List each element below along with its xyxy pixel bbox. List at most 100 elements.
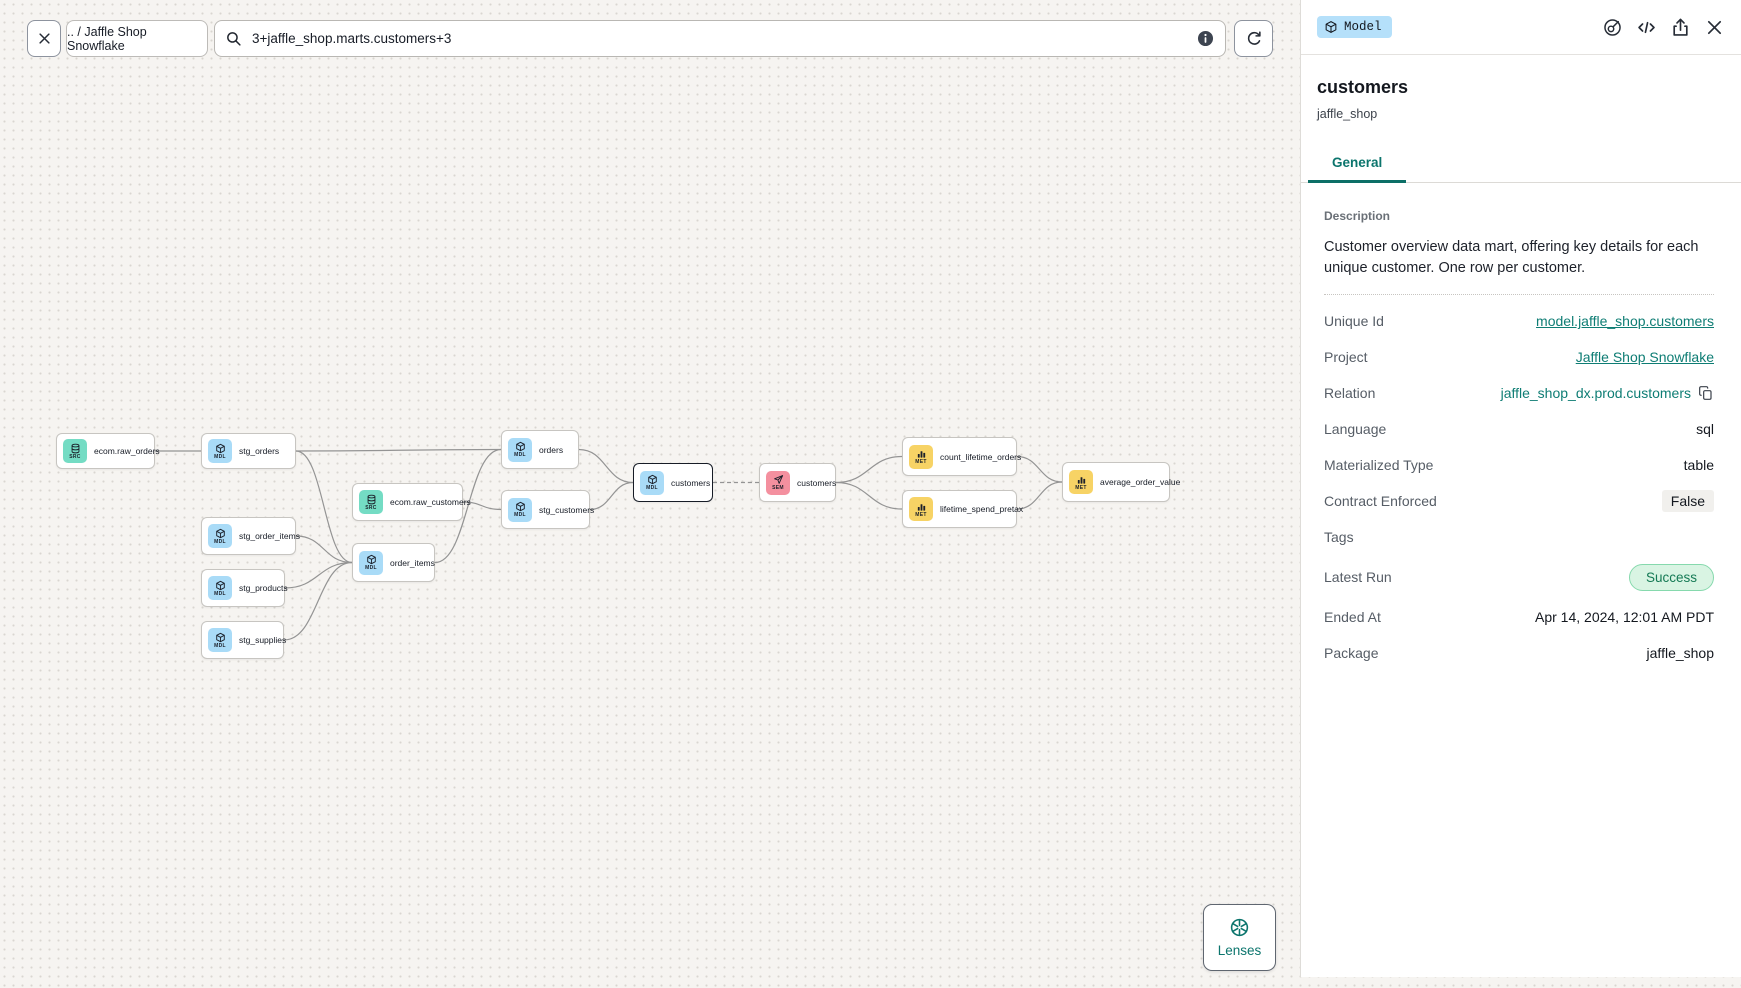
- edge-customers_semantic-to-count_lifetime_orders: [835, 455, 903, 484]
- cube-icon: MDL: [208, 439, 232, 463]
- graph-node-average_order_value[interactable]: MET average_order_value: [1062, 462, 1180, 502]
- node-label: average_order_value: [1100, 477, 1181, 487]
- field-value[interactable]: Jaffle Shop Snowflake: [1575, 349, 1714, 365]
- cube-icon: [1325, 21, 1337, 33]
- field-label: Contract Enforced: [1324, 493, 1437, 509]
- field-label: Relation: [1324, 385, 1376, 401]
- send-icon: SEM: [766, 470, 790, 495]
- description-text: Customer overview data mart, offering ke…: [1324, 239, 1699, 276]
- node-type-label: SRC: [365, 504, 377, 511]
- field-row-unique-id: Unique Id model.jaffle_shop.customers: [1324, 303, 1714, 339]
- description-label: Description: [1324, 209, 1391, 223]
- latest-run-status-badge: Success: [1628, 563, 1714, 591]
- graph-node-ecom_raw_customers[interactable]: SRC ecom.raw_customers: [352, 483, 471, 521]
- node-label: ecom.raw_customers: [390, 497, 471, 507]
- refresh-button[interactable]: [1234, 20, 1273, 57]
- node-label: ecom.raw_orders: [94, 446, 160, 456]
- node-label: lifetime_spend_pretax: [940, 504, 1024, 514]
- model-package-subtitle: jaffle_shop: [1317, 107, 1378, 121]
- node-type-label: MDL: [214, 453, 226, 460]
- bar-chart-icon: MET: [909, 444, 933, 469]
- explore-lens-icon[interactable]: [1602, 17, 1623, 38]
- breadcrumb-label: .. / Jaffle Shop Snowflake: [67, 24, 147, 53]
- cube-icon: MDL: [359, 550, 383, 575]
- resource-type-label: Model: [1344, 20, 1382, 34]
- field-row-tags: Tags: [1324, 519, 1714, 555]
- field-row-contract-enforced: Contract Enforced False: [1324, 483, 1714, 519]
- tab-general[interactable]: General: [1308, 147, 1407, 183]
- field-value: Apr 14, 2024, 12:01 AM PDT: [1535, 609, 1714, 625]
- field-label: Package: [1324, 645, 1379, 661]
- field-row-relation: Relation jaffle_shop_dx.prod.customers: [1324, 375, 1714, 411]
- node-type-label: MDL: [365, 565, 377, 571]
- close-panel-icon[interactable]: [1704, 17, 1725, 38]
- edge-stg_products-to-order_items: [284, 561, 353, 589]
- edge-orders-to-customers_model: [578, 448, 634, 484]
- database-icon: SRC: [63, 439, 87, 463]
- node-type-label: MDL: [514, 512, 526, 518]
- cube-icon: MDL: [208, 576, 232, 600]
- graph-node-customers_semantic[interactable]: SEM customers: [759, 463, 836, 502]
- divider: [1324, 294, 1714, 295]
- cube-icon: MDL: [208, 524, 232, 548]
- panel-tabs: General: [1301, 147, 1741, 183]
- details-panel: Model customers jaffle_shop: [1300, 0, 1741, 977]
- bar-chart-icon: MET: [909, 497, 933, 521]
- field-value[interactable]: model.jaffle_shop.customers: [1536, 313, 1714, 329]
- graph-node-customers_model[interactable]: MDL customers: [633, 463, 713, 502]
- refresh-icon: [1247, 30, 1261, 45]
- node-label: customers: [671, 477, 711, 488]
- copy-icon[interactable]: [1698, 385, 1714, 401]
- close-lineage-button[interactable]: [27, 20, 61, 57]
- cube-icon: MDL: [508, 497, 532, 522]
- node-type-label: MET: [915, 459, 927, 465]
- edge-count_lifetime_orders-to-average_order_value: [1016, 455, 1063, 483]
- cube-icon: MDL: [640, 470, 664, 495]
- field-value: Success: [1628, 563, 1714, 591]
- graph-node-stg_orders[interactable]: MDL stg_orders: [201, 433, 296, 469]
- database-icon: SRC: [359, 490, 383, 514]
- info-icon[interactable]: [1196, 29, 1215, 48]
- breadcrumb[interactable]: .. / Jaffle Shop Snowflake: [66, 20, 208, 57]
- lineage-selector-bar: [214, 20, 1226, 57]
- graph-node-stg_customers[interactable]: MDL stg_customers: [501, 490, 594, 529]
- node-label: customers: [797, 477, 837, 488]
- graph-node-lifetime_spend_pretax[interactable]: MET lifetime_spend_pretax: [902, 490, 1023, 528]
- node-type-label: MDL: [214, 642, 226, 649]
- field-label: Unique Id: [1324, 313, 1384, 329]
- graph-node-stg_supplies[interactable]: MDL stg_supplies: [201, 621, 287, 659]
- field-value[interactable]: jaffle_shop_dx.prod.customers: [1501, 385, 1714, 401]
- lineage-selector-input[interactable]: [250, 30, 1188, 47]
- aperture-icon: [1230, 918, 1249, 937]
- code-icon[interactable]: [1636, 17, 1657, 38]
- close-icon: [38, 33, 50, 44]
- node-type-label: SEM: [772, 485, 784, 491]
- field-row-project: Project Jaffle Shop Snowflake: [1324, 339, 1714, 375]
- node-label: stg_orders: [239, 446, 280, 456]
- node-label: stg_customers: [539, 504, 595, 515]
- edge-stg_orders-to-order_items: [295, 450, 353, 564]
- edge-stg_supplies-to-order_items: [283, 561, 353, 641]
- graph-node-ecom_raw_orders[interactable]: SRC ecom.raw_orders: [56, 433, 160, 469]
- share-icon[interactable]: [1670, 17, 1691, 38]
- field-label: Project: [1324, 349, 1368, 365]
- edge-lifetime_spend_pretax-to-average_order_value: [1016, 481, 1063, 510]
- node-type-label: MDL: [214, 538, 226, 545]
- node-label: stg_supplies: [239, 635, 287, 645]
- panel-header: Model: [1301, 0, 1741, 55]
- status-badge: False: [1661, 490, 1714, 512]
- node-type-label: MET: [1075, 484, 1087, 491]
- lenses-button[interactable]: Lenses: [1203, 904, 1276, 971]
- cube-icon: MDL: [208, 628, 232, 652]
- model-title: customers: [1317, 77, 1409, 97]
- field-value: False: [1661, 490, 1714, 512]
- edge-stg_orders-to-orders: [295, 448, 502, 452]
